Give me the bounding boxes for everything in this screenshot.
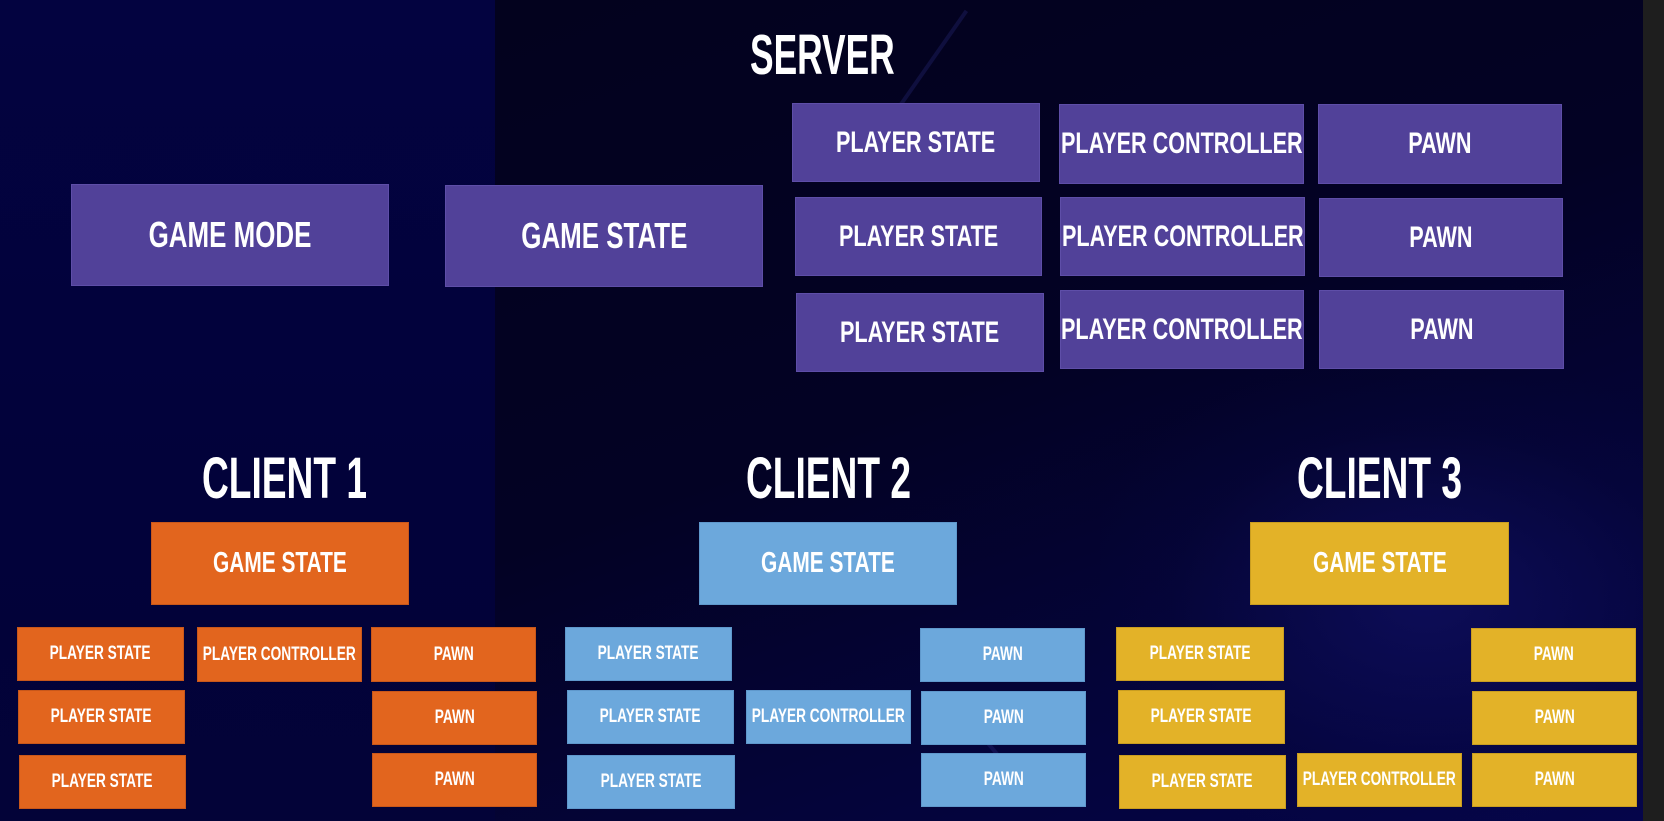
client-2-player-state[interactable]: PLAYER STATE <box>567 690 734 744</box>
client-3-player-controller[interactable]: PLAYER CONTROLLER <box>1297 753 1462 807</box>
client-1-player-state[interactable]: PLAYER STATE <box>19 755 186 809</box>
server-game-mode[interactable]: GAME MODE <box>71 184 389 286</box>
client-3-player-state-label: PLAYER STATE <box>1152 771 1253 792</box>
client-3-player-controller-label: PLAYER CONTROLLER <box>1302 769 1457 790</box>
client-3-title: CLIENT 3 <box>1297 446 1462 511</box>
server-pawn-label: PAWN <box>1409 312 1474 346</box>
client-1-player-state-label: PLAYER STATE <box>51 706 152 727</box>
client-1-player-state[interactable]: PLAYER STATE <box>18 690 185 744</box>
client-2-pawn[interactable]: PAWN <box>921 691 1086 745</box>
client-3-pawn-label: PAWN <box>1533 644 1574 665</box>
server-player-controller-label: PLAYER CONTROLLER <box>1060 127 1303 160</box>
client-2-game-state-label: GAME STATE <box>761 547 895 579</box>
client-1-player-controller-label: PLAYER CONTROLLER <box>202 643 357 665</box>
server-game-state-label: GAME STATE <box>520 215 688 256</box>
server-player-controller[interactable]: PLAYER CONTROLLER <box>1059 104 1304 184</box>
client-3-pawn[interactable]: PAWN <box>1472 691 1637 745</box>
client-3-game-state[interactable]: GAME STATE <box>1250 522 1509 605</box>
client-1-pawn[interactable]: PAWN <box>372 753 537 807</box>
server-player-controller[interactable]: PLAYER CONTROLLER <box>1060 197 1305 276</box>
server-pawn[interactable]: PAWN <box>1319 198 1563 277</box>
client-1-player-state[interactable]: PLAYER STATE <box>17 627 184 681</box>
server-player-controller-label: PLAYER CONTROLLER <box>1061 312 1303 346</box>
client-2-player-state-label: PLAYER STATE <box>600 771 702 792</box>
client-3-pawn-label: PAWN <box>1534 769 1575 790</box>
server-player-state-label: PLAYER STATE <box>840 315 1000 349</box>
server-player-state-label: PLAYER STATE <box>836 125 996 159</box>
client-2-pawn-label: PAWN <box>983 769 1024 790</box>
server-pawn[interactable]: PAWN <box>1319 290 1564 369</box>
client-1-game-state-label: GAME STATE <box>213 547 347 579</box>
client-2-player-controller-label: PLAYER CONTROLLER <box>751 706 906 727</box>
client-1-player-state-label: PLAYER STATE <box>52 771 153 792</box>
client-3-pawn[interactable]: PAWN <box>1472 753 1637 807</box>
server-player-state[interactable]: PLAYER STATE <box>796 293 1044 372</box>
client-3-game-state-label: GAME STATE <box>1312 547 1447 579</box>
client-2-player-state[interactable]: PLAYER STATE <box>565 627 732 681</box>
background-left-panel <box>0 0 495 821</box>
client-3-player-state[interactable]: PLAYER STATE <box>1116 627 1284 681</box>
client-1-pawn-label: PAWN <box>433 643 474 665</box>
server-pawn-label: PAWN <box>1408 127 1472 160</box>
client-3-player-state-label: PLAYER STATE <box>1149 643 1251 664</box>
server-game-state[interactable]: GAME STATE <box>445 185 763 287</box>
client-1-pawn[interactable]: PAWN <box>371 627 536 682</box>
right-edge-strip <box>1643 0 1664 821</box>
server-player-controller[interactable]: PLAYER CONTROLLER <box>1060 290 1304 369</box>
client-1-player-state-label: PLAYER STATE <box>50 643 151 664</box>
client-2-player-state[interactable]: PLAYER STATE <box>567 755 735 809</box>
client-2-pawn-label: PAWN <box>982 644 1023 665</box>
client-1-game-state[interactable]: GAME STATE <box>151 522 409 605</box>
client-2-game-state[interactable]: GAME STATE <box>699 522 957 605</box>
client-3-player-state-label: PLAYER STATE <box>1151 706 1252 727</box>
client-1-pawn[interactable]: PAWN <box>372 691 537 745</box>
client-2-player-controller[interactable]: PLAYER CONTROLLER <box>746 690 911 744</box>
client-3-player-state[interactable]: PLAYER STATE <box>1119 755 1286 809</box>
server-pawn[interactable]: PAWN <box>1318 104 1562 184</box>
client-1-pawn-label: PAWN <box>434 707 475 728</box>
client-3-pawn-label: PAWN <box>1534 707 1575 728</box>
server-player-controller-label: PLAYER CONTROLLER <box>1061 219 1304 253</box>
server-player-state-label: PLAYER STATE <box>838 219 999 253</box>
server-pawn-label: PAWN <box>1409 220 1473 254</box>
client-2-pawn[interactable]: PAWN <box>920 628 1085 682</box>
client-1-player-controller[interactable]: PLAYER CONTROLLER <box>197 627 362 682</box>
client-2-player-state-label: PLAYER STATE <box>598 643 699 664</box>
client-1-title: CLIENT 1 <box>202 446 367 511</box>
client-2-title: CLIENT 2 <box>746 446 911 511</box>
client-2-player-state-label: PLAYER STATE <box>600 706 701 727</box>
server-player-state[interactable]: PLAYER STATE <box>795 197 1042 276</box>
server-game-mode-label: GAME MODE <box>148 214 312 255</box>
server-title: SERVER <box>750 23 895 87</box>
client-2-pawn-label: PAWN <box>983 707 1024 728</box>
server-player-state[interactable]: PLAYER STATE <box>792 103 1040 182</box>
client-3-player-state[interactable]: PLAYER STATE <box>1118 690 1285 744</box>
client-2-pawn[interactable]: PAWN <box>921 753 1086 807</box>
client-3-pawn[interactable]: PAWN <box>1471 628 1636 682</box>
client-1-pawn-label: PAWN <box>434 769 475 790</box>
